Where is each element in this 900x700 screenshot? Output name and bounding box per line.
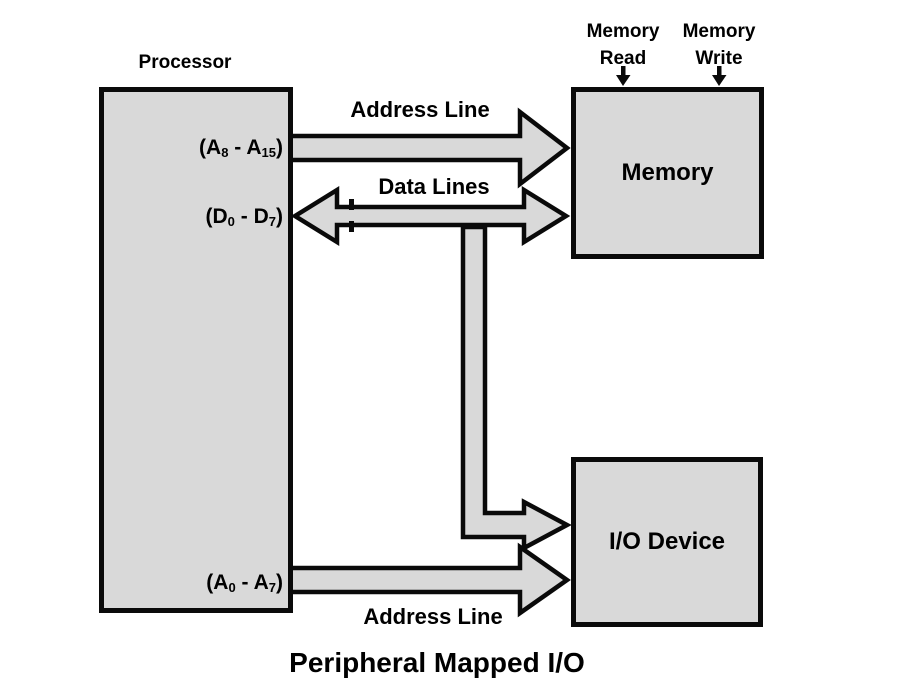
memory-read-arrow-head [616, 75, 631, 86]
pin-subscript: 15 [261, 145, 276, 161]
io-device-box: I/O Device [571, 457, 763, 627]
address-line-top-label: Address Line [350, 97, 490, 122]
pin-label-a8-a15: (A8 - A15) [199, 136, 283, 160]
address-line-bottom-label: Address Line [363, 604, 503, 629]
memory-write-label: Memory Write [682, 21, 756, 69]
pin-label-d0-d7: (D0 - D7) [206, 205, 284, 229]
pin-text: ) [276, 136, 283, 159]
data-bus-bidirectional-arrow [290, 185, 571, 247]
pin-text: ) [276, 571, 283, 594]
pin-subscript: 8 [221, 145, 229, 161]
diagram-title: Peripheral Mapped I/O [289, 647, 585, 678]
pin-subscript: 0 [228, 580, 236, 596]
pin-subscript: 7 [268, 214, 276, 230]
data-bus-branch-arrow [460, 224, 572, 552]
pin-text: ) [276, 205, 283, 228]
address-bus-high-arrow [287, 107, 571, 189]
memory-read-arrow-stem [621, 66, 626, 78]
pin-text: - A [228, 136, 262, 159]
pin-text: (D [205, 205, 228, 228]
memory-write-arrow-head [712, 75, 727, 86]
processor-box [99, 87, 293, 613]
pin-label-a0-a7: (A0 - A7) [206, 571, 283, 595]
data-lines-label: Data Lines [378, 174, 490, 199]
io-device-box-label: I/O Device [608, 528, 726, 555]
pin-subscript: 0 [227, 214, 235, 230]
processor-title: Processor [138, 52, 232, 73]
data-bus-seam-tick-bottom [349, 221, 354, 232]
pin-subscript: 7 [268, 580, 276, 596]
memory-write-arrow-stem [717, 66, 722, 78]
pin-text: (A [199, 136, 222, 159]
memory-box-label: Memory [621, 159, 714, 186]
address-bus-low-arrow [287, 542, 571, 618]
pin-text: - D [234, 205, 269, 228]
memory-box: Memory [571, 87, 764, 259]
pin-text: - A [235, 571, 269, 594]
data-bus-seam-tick-top [349, 199, 354, 210]
pin-text: (A [206, 571, 229, 594]
memory-read-label: Memory Read [586, 21, 660, 69]
